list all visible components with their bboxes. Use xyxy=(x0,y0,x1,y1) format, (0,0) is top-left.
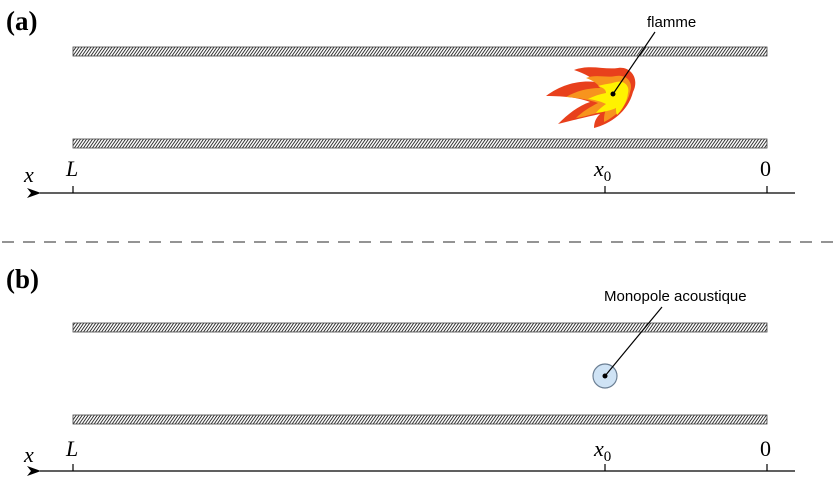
monopole-leader-line xyxy=(604,306,663,377)
tick-label-zero-b: 0 xyxy=(760,436,771,461)
tick-label-x0-var-a: x xyxy=(593,156,604,181)
tick-label-x0-b: x0 xyxy=(593,436,611,465)
flame-icon xyxy=(546,67,636,128)
duct-wall-bottom-a xyxy=(72,138,768,149)
axis-variable-b: x xyxy=(23,442,34,467)
flame-leader-line xyxy=(612,31,656,95)
tick-label-L-b: L xyxy=(65,436,78,461)
tick-label-x0-a: x0 xyxy=(593,156,611,185)
panel-b-label: (b) xyxy=(6,264,39,294)
panel-a: (a) flamme x L x0 0 xyxy=(6,6,795,198)
tick-label-x0-sub-a: 0 xyxy=(604,169,612,185)
tick-label-L-a: L xyxy=(65,156,78,181)
duct-wall-top-b xyxy=(72,322,768,333)
panel-a-label: (a) xyxy=(6,6,37,36)
flame-leader-dot xyxy=(610,91,616,97)
axis-variable-a: x xyxy=(23,162,34,187)
monopole-annotation: Monopole acoustique xyxy=(604,288,747,305)
duct-wall-top-a xyxy=(72,46,768,57)
duct-wall-bottom-b xyxy=(72,414,768,425)
tick-label-x0-var-b: x xyxy=(593,436,604,461)
tick-label-zero-a: 0 xyxy=(760,156,771,181)
flame-annotation: flamme xyxy=(647,14,696,31)
panel-b: (b) Monopole acoustique x L x0 0 xyxy=(6,264,795,476)
tick-label-x0-sub-b: 0 xyxy=(604,449,612,465)
